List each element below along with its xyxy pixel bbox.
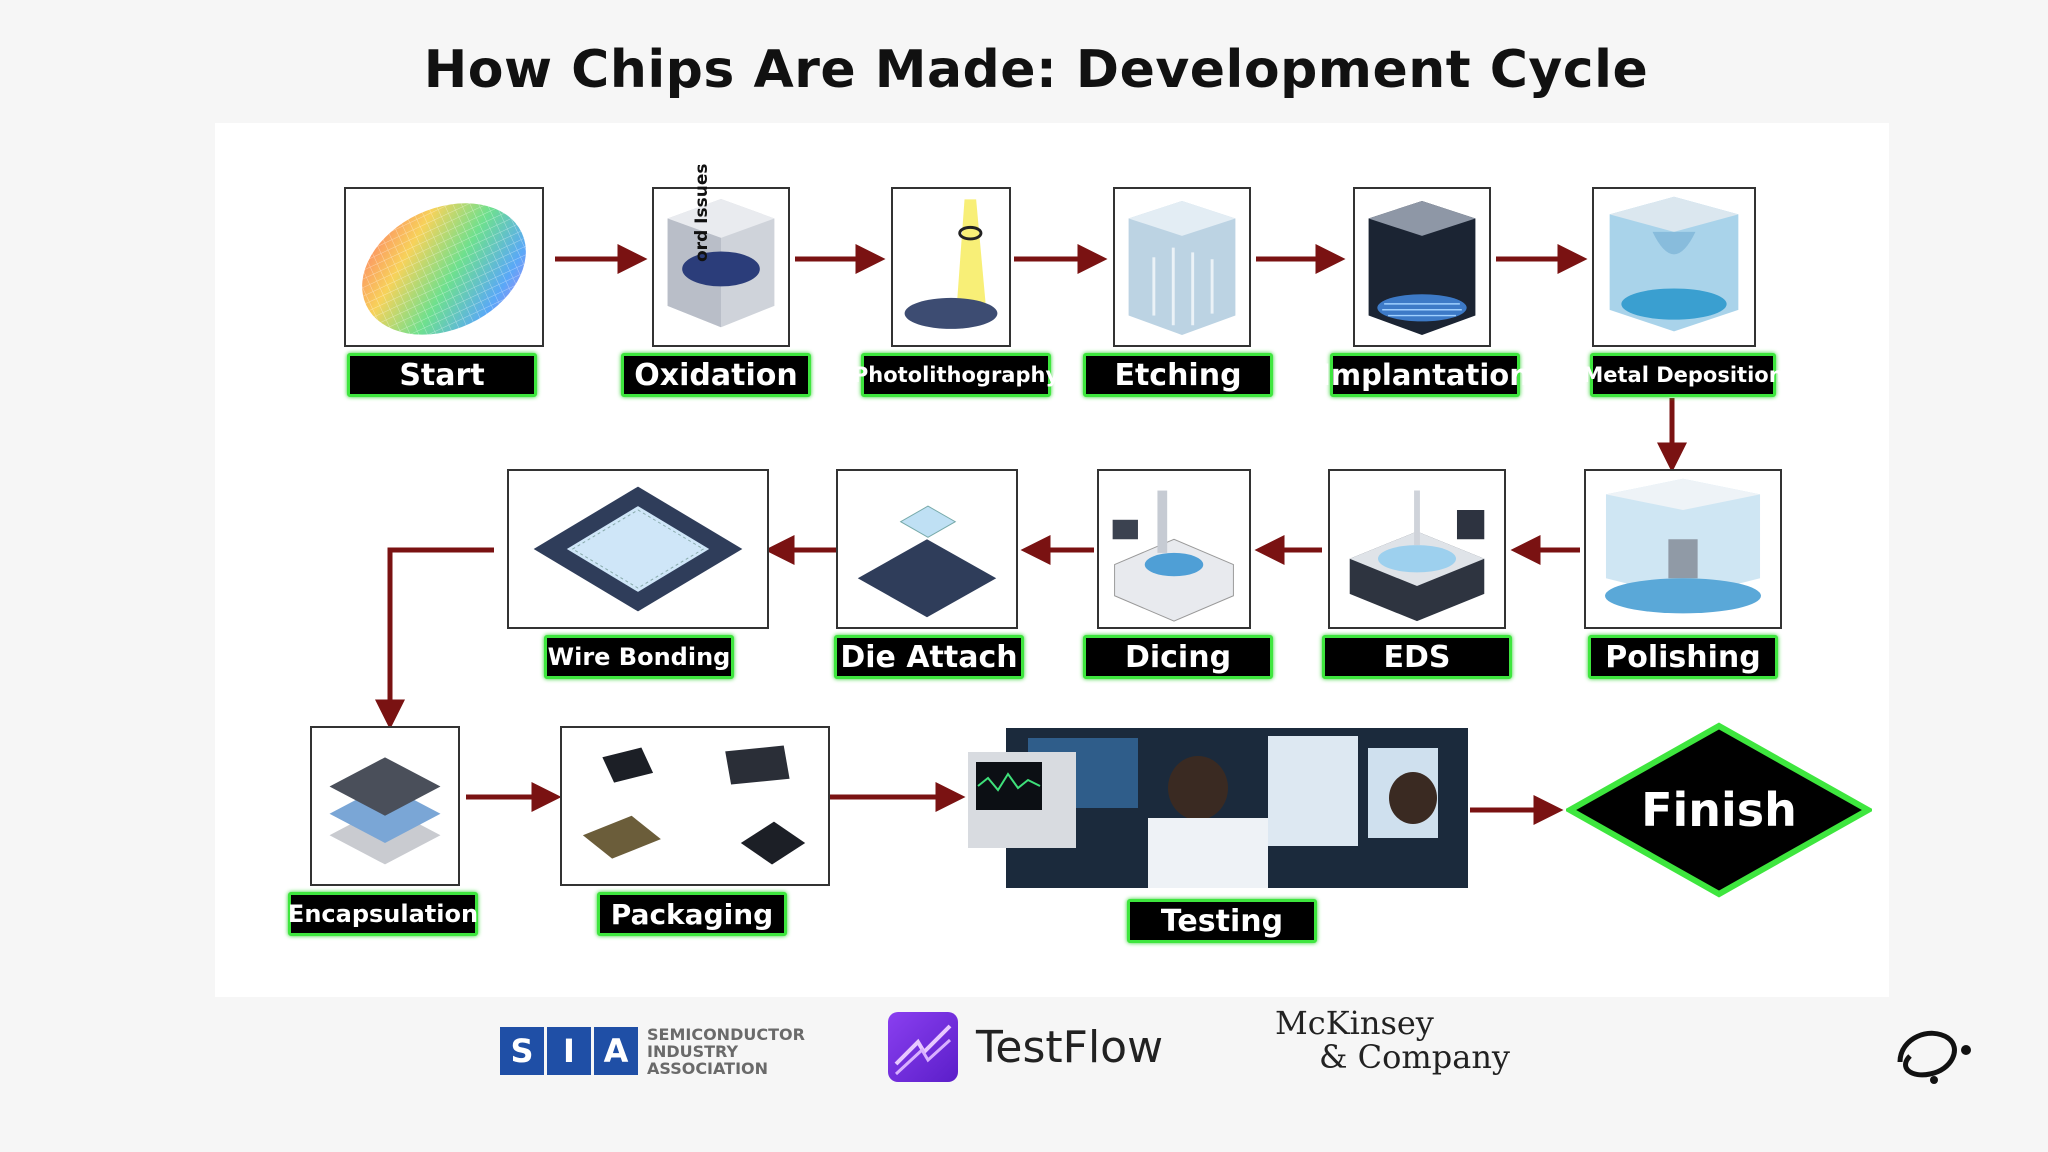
sia-line: ASSOCIATION	[647, 1058, 769, 1078]
etching-image	[1113, 187, 1251, 347]
sia-letter: I	[547, 1027, 591, 1075]
metal-deposition-image	[1592, 187, 1756, 347]
step-label: Packaging	[597, 892, 787, 936]
finish-diamond	[1566, 722, 1872, 898]
page-title: How Chips Are Made: Development Cycle	[423, 40, 1649, 100]
dicing-image	[1097, 469, 1251, 629]
sia-letter: S	[500, 1027, 544, 1075]
die-attach-image	[836, 469, 1018, 629]
step-label: Testing	[1127, 899, 1317, 943]
step-label: Oxidation	[621, 353, 811, 397]
testflow-name: TestFlow	[976, 1021, 1164, 1073]
implantation-image	[1353, 187, 1491, 347]
mckinsey-line: & Company	[1319, 1038, 1510, 1076]
step-label: Etching	[1083, 353, 1273, 397]
step-label: Photolithography	[853, 353, 1059, 397]
mckinsey-line: McKinsey	[1275, 1004, 1434, 1042]
step-label: Wire Bonding	[544, 635, 734, 679]
polishing-image	[1584, 469, 1782, 629]
sia-line: SEMICONDUCTOR	[647, 1024, 805, 1044]
finish-label: Finish	[1641, 783, 1797, 837]
step-label: Encapsulation	[288, 892, 478, 936]
wire-bonding-image	[507, 469, 769, 629]
testing-photo	[968, 728, 1468, 888]
sia-line: INDUSTRY	[647, 1041, 739, 1061]
sia-letter: A	[594, 1027, 638, 1075]
testflow-icon	[888, 1012, 958, 1082]
step-label: Implantation	[1320, 353, 1530, 397]
step-label: Die Attach	[834, 635, 1024, 679]
step-label: EDS	[1322, 635, 1512, 679]
oxidation-image	[652, 187, 790, 347]
step-label: Metal Deposition	[1582, 353, 1784, 397]
photolithography-image	[891, 187, 1011, 347]
mckinsey-logo: McKinsey & Company	[1275, 1006, 1510, 1074]
step-label: Start	[347, 353, 537, 397]
eds-image	[1328, 469, 1506, 629]
packaging-image	[560, 726, 830, 886]
testflow-logo: TestFlow	[888, 1012, 1163, 1082]
wafer-image	[344, 187, 544, 347]
step-label: Dicing	[1083, 635, 1273, 679]
sia-logo: S I A SEMICONDUCTOR INDUSTRY ASSOCIATION	[500, 1024, 805, 1078]
overlay-text: ord Issues	[692, 163, 712, 262]
brand-swirl-icon	[1897, 1030, 1971, 1084]
encapsulation-image	[310, 726, 460, 886]
step-label: Polishing	[1588, 635, 1778, 679]
